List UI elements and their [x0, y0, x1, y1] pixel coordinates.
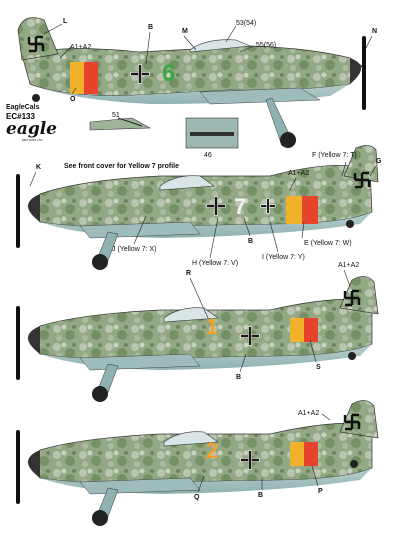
label-I: I (Yellow 7: Y)	[262, 254, 305, 261]
label-A1-4: A1+A2	[298, 410, 320, 417]
label-B-3: B	[236, 374, 242, 381]
tail-swastika-1	[27, 35, 45, 53]
label-N: N	[372, 28, 378, 35]
brand-sub: EDITIONS LTD.	[22, 138, 44, 142]
profile-1-aircraft	[17, 17, 366, 148]
detail-inset-51	[89, 117, 152, 131]
brand-code: EC#133	[6, 112, 35, 121]
profile-4-aircraft	[16, 400, 379, 526]
label-51: 51	[112, 112, 120, 119]
fuselage-cross-2	[206, 196, 226, 216]
fuselage-cross-3	[240, 326, 260, 346]
front-cover-note: See front cover for Yellow 7 profile	[64, 163, 180, 170]
tail-swastika-2	[353, 171, 371, 189]
label-M: M	[182, 28, 188, 35]
label-46: 46	[204, 152, 212, 159]
eagle-logo: eagle	[6, 119, 57, 139]
label-B-4: B	[258, 492, 264, 499]
label-G: G	[376, 158, 382, 165]
label-A1-2: A1+A2	[288, 170, 310, 177]
label-55: 55(56)	[256, 42, 277, 49]
leader-lines	[29, 23, 377, 493]
profile-3-aircraft	[16, 276, 379, 402]
label-K: K	[36, 164, 42, 171]
label-S: S	[316, 364, 321, 371]
label-Q: Q	[194, 494, 200, 501]
fuselage-cross-1	[130, 64, 150, 84]
profile-2-aircraft	[16, 145, 379, 270]
fuselage-cross-4	[240, 450, 260, 470]
aircraft-number-6: 6	[162, 60, 176, 87]
label-B-1: B	[148, 24, 154, 31]
aircraft-number-7: 7	[234, 194, 247, 219]
label-H: H (Yellow 7: V)	[192, 260, 239, 267]
label-B-2: B	[248, 238, 254, 245]
detail-inset-46	[185, 117, 239, 149]
label-L: L	[63, 18, 68, 25]
label-O: O	[70, 96, 76, 103]
label-A1-1: A1+A2	[70, 44, 92, 51]
label-F: F (Yellow 7: T)	[312, 152, 357, 159]
label-P: P	[318, 488, 323, 495]
label-R: R	[186, 270, 192, 277]
fuselage-cross-2b	[260, 198, 276, 214]
label-53: 53(54)	[236, 20, 257, 27]
brand-name: EagleCals	[6, 104, 40, 111]
label-A1-3: A1+A2	[338, 262, 360, 269]
tail-swastika-4	[343, 413, 361, 431]
aircraft-number-2: 2	[206, 438, 219, 463]
national-markings	[27, 35, 371, 470]
label-J: J (Yellow 7: X)	[112, 246, 157, 253]
brand-block: EagleCals EC#133 eagle EDITIONS LTD.	[6, 104, 76, 142]
tail-swastika-3	[343, 289, 361, 307]
aircraft-number-1: 1	[206, 314, 219, 339]
label-E: E (Yellow 7: W)	[304, 240, 352, 247]
